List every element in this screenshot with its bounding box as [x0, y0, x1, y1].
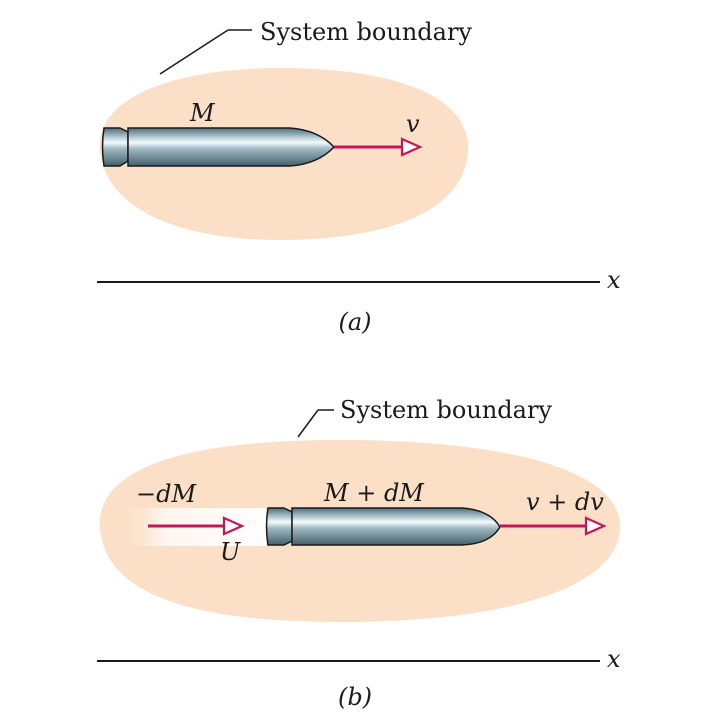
- rocket-body-b: [291, 507, 501, 546]
- caption-b: (b): [338, 683, 372, 711]
- velocity-label-b: v + dv: [526, 488, 604, 516]
- boundary-pointer-line-a: [159, 29, 229, 75]
- rocket-nozzle-a: [101, 127, 129, 167]
- caption-a: (a): [338, 308, 371, 336]
- boundary-pointer-line-b: [297, 409, 319, 438]
- rocket-nozzle-b: [265, 507, 293, 546]
- velocity-arrow-a: [334, 137, 423, 157]
- exhaust-arrow: [148, 516, 245, 536]
- mass-label-a: M: [189, 99, 216, 127]
- exhaust-velocity-label: U: [220, 538, 241, 566]
- panel-b: System boundary −dM U M + dM v + dv x (b…: [97, 396, 621, 711]
- mass-label-b: M + dM: [323, 479, 425, 507]
- axis-label-b: x: [607, 645, 621, 673]
- axis-label-a: x: [607, 266, 621, 294]
- boundary-label-a: System boundary: [260, 18, 472, 46]
- rocket-body-a: [127, 127, 336, 167]
- rocket-b: [265, 507, 501, 546]
- boundary-label-b: System boundary: [340, 396, 552, 424]
- velocity-arrow-b: [500, 516, 607, 536]
- rocket-a: [101, 127, 336, 167]
- exhaust-mass-label: −dM: [136, 480, 197, 508]
- velocity-label-a: v: [406, 110, 420, 138]
- panel-a: System boundary M v x (a): [97, 18, 621, 336]
